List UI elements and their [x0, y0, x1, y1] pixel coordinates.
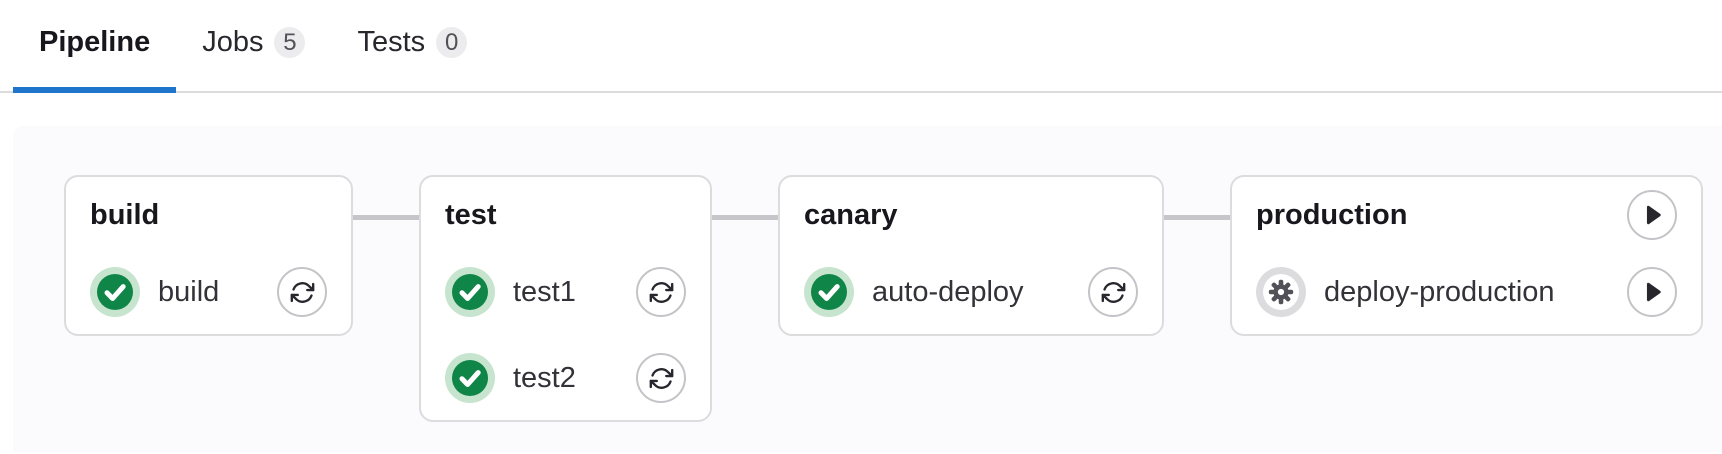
job-link-deploy-production[interactable]: deploy-production — [1256, 267, 1603, 317]
status-success-icon — [804, 267, 854, 317]
pipeline-stages: build build test test1 test2 — [64, 175, 1722, 422]
stage-header: test — [445, 190, 686, 240]
job-name: test1 — [513, 276, 576, 308]
stage-title: production — [1256, 198, 1408, 231]
pipeline-graph-panel: build build test test1 test2 — [13, 126, 1722, 452]
job-link-test2[interactable]: test2 — [445, 353, 612, 403]
tab-label: Jobs — [202, 26, 264, 58]
job-name: deploy-production — [1324, 276, 1555, 308]
job-name: build — [158, 276, 220, 308]
retry-button[interactable] — [636, 267, 686, 317]
job-row-build: build — [90, 267, 327, 317]
stage-header: canary — [804, 190, 1138, 240]
tab-count-badge: 5 — [274, 27, 306, 58]
tab-label: Pipeline — [39, 26, 151, 58]
retry-button[interactable] — [636, 353, 686, 403]
tab-count-badge: 0 — [436, 27, 468, 58]
status-success-icon — [445, 353, 495, 403]
stage-play-button[interactable] — [1627, 190, 1677, 240]
job-link-build[interactable]: build — [90, 267, 253, 317]
tab-pipeline[interactable]: Pipeline — [13, 0, 177, 93]
stage-canary: canary auto-deploy — [712, 175, 1164, 336]
pipeline-tab-bar: Pipeline Jobs 5 Tests 0 — [0, 0, 1722, 93]
stage-header: build — [90, 190, 327, 240]
job-link-test1[interactable]: test1 — [445, 267, 612, 317]
job-row-auto-deploy: auto-deploy — [804, 267, 1138, 317]
job-link-auto-deploy[interactable]: auto-deploy — [804, 267, 1064, 317]
stage-test: test test1 test2 — [353, 175, 712, 422]
retry-icon — [649, 367, 673, 389]
status-manual-icon — [1256, 267, 1306, 317]
job-row-test2: test2 — [445, 353, 686, 403]
stage-title: build — [90, 198, 160, 231]
status-success-icon — [445, 267, 495, 317]
job-row-deploy-production: deploy-production — [1256, 267, 1677, 317]
stage-production: production deploy-production — [1164, 175, 1703, 336]
stage-header: production — [1256, 190, 1677, 240]
retry-icon — [290, 281, 314, 303]
job-row-test1: test1 — [445, 267, 686, 317]
play-icon — [1646, 205, 1661, 225]
job-name: test2 — [513, 362, 576, 394]
tab-jobs[interactable]: Jobs 5 — [176, 0, 331, 91]
stage-title: canary — [804, 198, 898, 231]
status-success-icon — [90, 267, 140, 317]
play-icon — [1646, 282, 1661, 302]
stage-build: build build — [64, 175, 353, 336]
play-button[interactable] — [1627, 267, 1677, 317]
job-name: auto-deploy — [872, 276, 1024, 308]
retry-icon — [1101, 281, 1125, 303]
retry-button[interactable] — [277, 267, 327, 317]
tab-label: Tests — [357, 26, 426, 58]
tab-tests[interactable]: Tests 0 — [331, 0, 493, 91]
stage-title: test — [445, 198, 497, 231]
retry-button[interactable] — [1088, 267, 1138, 317]
retry-icon — [649, 281, 673, 303]
